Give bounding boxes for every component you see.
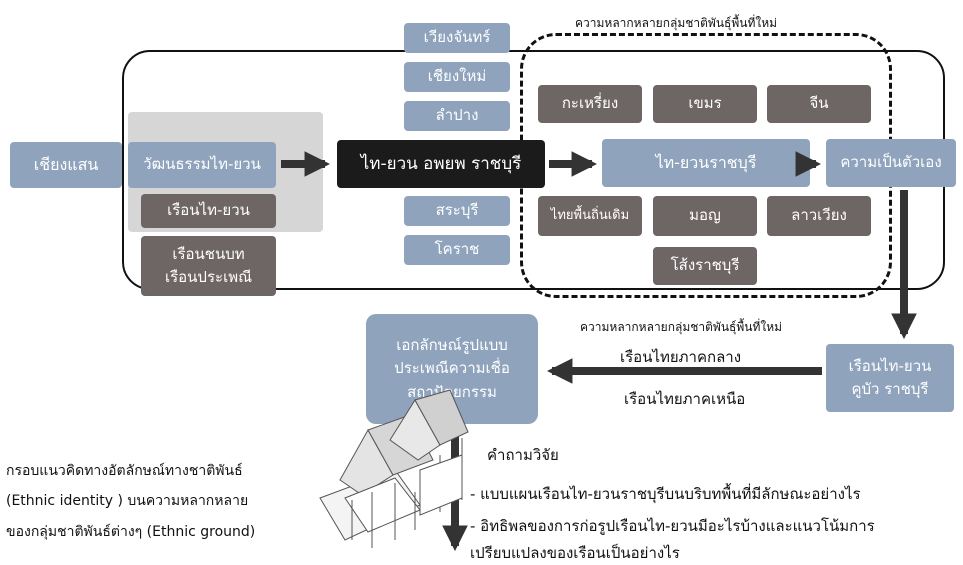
framework-line: กรอบแนวคิดทางอัตลักษณ์ทางชาติพันธ์ xyxy=(6,463,243,479)
framework-line: (Ethnic identity ) บนความหลากหลาย xyxy=(6,493,249,509)
question-line: - แบบแผนเรือนไท-ยวนราชบุรีบนบริบทพื้นที่… xyxy=(470,485,861,503)
central-house-label: เรือนไทยภาคกลาง xyxy=(620,348,742,366)
identity-box: ความเป็นตัวเอง xyxy=(826,139,956,187)
house-box: เรือนไท-ยวน xyxy=(141,194,276,228)
khubua-box: เรือนไท-ยวน คูบัว ราชบุรี xyxy=(826,344,954,412)
city-box: เวียงจันทร์ xyxy=(404,23,510,53)
middle-label: ความหลากหลายกลุ่มชาติพันธุ์พื้นที่ใหม่ xyxy=(580,320,783,334)
ethnic-group-box: ไทยพื้นถิ่นเดิม xyxy=(538,196,642,236)
ethnic-group-box: มอญ xyxy=(653,196,757,236)
migration-box: ไท-ยวน อพยพ ราชบุรี xyxy=(337,140,545,188)
city-box: เชียงใหม่ xyxy=(404,62,510,92)
culture-box: วัฒนธรรมไท-ยวน xyxy=(128,142,276,188)
ethnic-group-box: ลาวเวียง xyxy=(767,196,871,236)
top-label: ความหลากหลายกลุ่มชาติพันธุ์พื้นที่ใหม่ xyxy=(575,16,778,30)
framework-line: ของกลุ่มชาติพันธ์ต่างๆ (Ethnic ground) xyxy=(6,524,256,540)
ethnic-group-box: เขมร xyxy=(653,85,757,123)
question-line: เปรียบแปลงของเรือนเป็นอย่างไร xyxy=(470,544,680,562)
ratchaburi-box: ไท-ยวนราชบุรี xyxy=(602,139,810,187)
ethnic-group-box: จีน xyxy=(767,85,871,123)
rural-house-box: เรือนชนบท เรือนประเพณี xyxy=(141,236,276,296)
question-line: - อิทธิพลของการก่อรูปเรือนไท-ยวนมีอะไรบ้… xyxy=(470,517,875,535)
city-box: โคราช xyxy=(404,235,510,265)
chiang-saen-box: เชียงแสน xyxy=(10,142,122,188)
thai-house-drawing xyxy=(319,389,469,548)
northern-house-label: เรือนไทยภาคเหนือ xyxy=(624,390,746,408)
city-box: ลำปาง xyxy=(404,101,510,131)
solong-box: โส้งราชบุรี xyxy=(653,247,757,285)
questions-title: คำถามวิจัย xyxy=(487,446,559,464)
city-box: สระบุรี xyxy=(404,196,510,226)
ethnic-group-box: กะเหรี่ยง xyxy=(538,85,642,123)
